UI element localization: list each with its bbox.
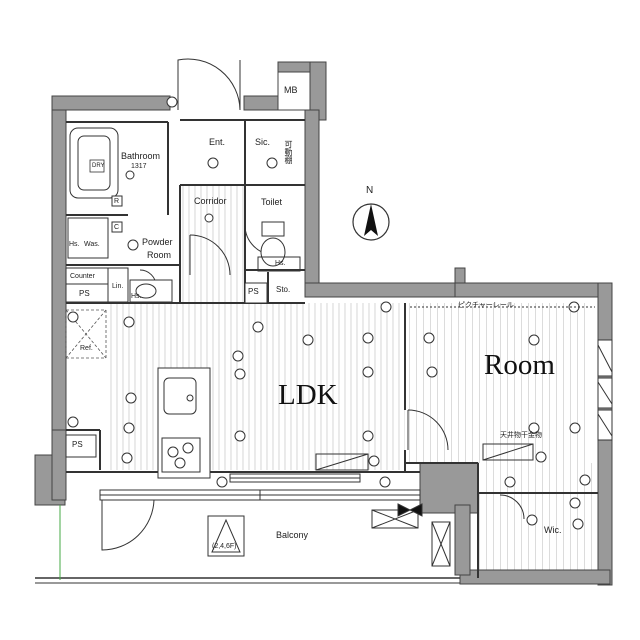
room-windows <box>597 339 613 441</box>
ldk-misc <box>315 306 595 471</box>
counter-label: Counter <box>70 273 95 280</box>
kitchen-counter <box>157 367 211 479</box>
meter-box-label: MB <box>284 85 298 95</box>
c-mark-label: C <box>114 224 120 231</box>
ps-label-3: PS <box>72 440 83 449</box>
hs-label-1: Hs. <box>69 241 80 248</box>
balcony-label: Balcony <box>276 530 309 540</box>
powder-room-label-2: Room <box>147 250 172 260</box>
dry-label: DRY <box>92 163 105 169</box>
meter-box <box>277 71 311 111</box>
north-compass <box>352 203 390 241</box>
hs-label-2: Hs. <box>275 260 286 267</box>
corridor-label: Corridor <box>194 196 227 206</box>
entrance-label: Ent. <box>209 137 226 147</box>
linen-label: Lin. <box>112 283 124 290</box>
counter-block <box>65 267 173 303</box>
bathtub <box>69 127 123 233</box>
movable-shelf-label: 可動棚 <box>284 140 293 164</box>
compass-north-label: N <box>366 185 374 196</box>
ps-label-1: PS <box>79 289 90 298</box>
service-boxes <box>65 282 268 458</box>
balcony-note-label: (2,4,6F) <box>212 543 237 550</box>
ldk-label: LDK <box>278 379 338 411</box>
ceiling-lights <box>67 96 591 530</box>
storage-label: Sto. <box>276 285 291 294</box>
room-label: Room <box>484 349 555 381</box>
bathroom-label: Bathroom <box>121 151 161 161</box>
picture-rail-label: ピクチャーレール <box>458 302 514 309</box>
shoe-cabinet-label: Sic. <box>255 137 271 147</box>
bathroom-size-label: 1317 <box>131 163 147 170</box>
walk-in-closet-label: Wic. <box>544 525 562 535</box>
doors <box>101 58 525 551</box>
toilet-label: Toilet <box>261 197 283 207</box>
refrigerator-label: Ref. <box>80 345 93 352</box>
balcony-sash <box>35 473 460 584</box>
interior-walls <box>66 119 598 578</box>
toilet-fixture <box>257 221 301 272</box>
washer-label: Was. <box>84 241 100 248</box>
ceiling-dryer-label: 天井物干金物 <box>500 432 542 439</box>
ps-label-2: PS <box>248 287 259 296</box>
powder-room-label-1: Powder <box>142 237 173 247</box>
hs-label-3: Hs. <box>131 293 142 300</box>
washer-pan <box>67 217 109 259</box>
r-mark-label: R <box>114 198 120 205</box>
balcony-equipment <box>207 503 451 567</box>
